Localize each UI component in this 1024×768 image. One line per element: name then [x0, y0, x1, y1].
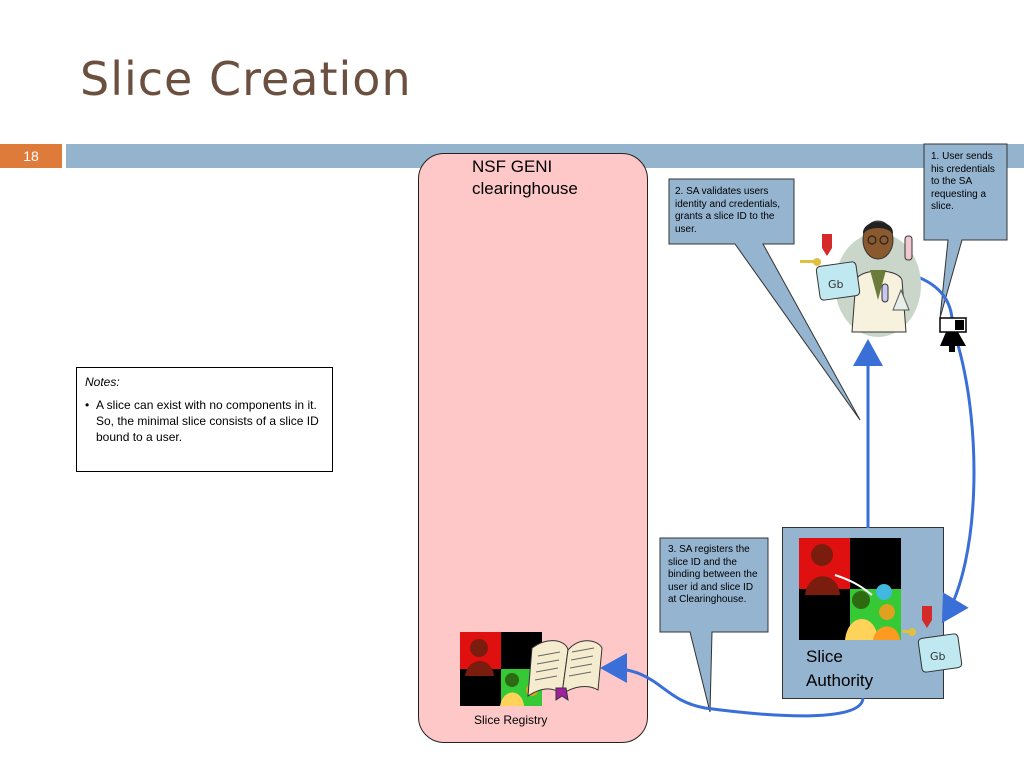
- clearinghouse-title: NSF GENI clearinghouse: [472, 157, 578, 198]
- slice-authority-label: Slice Authority: [806, 645, 896, 693]
- document-scroll-icon: [527, 640, 603, 702]
- svg-text:Gb: Gb: [930, 650, 946, 663]
- arrow-card-to-authority: [941, 344, 976, 624]
- arrow-authority-to-registry: [600, 653, 865, 718]
- callout-sa-registers-text: 3. SA registers the slice ID and the bin…: [668, 544, 758, 605]
- callout-user-sends-shape: [923, 143, 1008, 319]
- svg-text:Gb: Gb: [828, 278, 844, 291]
- credential-certificate-icon: Gb: [902, 606, 963, 673]
- people-clipart-icon: [799, 538, 901, 640]
- slice-authority-label-text: Slice Authority: [806, 647, 874, 690]
- notes-bullet: • A slice can exist with no components i…: [85, 397, 324, 445]
- scientist-user-icon: [835, 220, 921, 337]
- callout-user-sends-text: 1. User sends his credentials to the SA …: [931, 151, 995, 212]
- credential-certificate-icon: Gb: [815, 234, 861, 301]
- slide-title: Slice Creation: [80, 52, 412, 106]
- callout-sa-validates-shape: [668, 178, 861, 421]
- slide-number: 18: [0, 144, 62, 168]
- key-icon: [800, 258, 821, 266]
- slice-registry-label: Slice Registry: [474, 713, 548, 727]
- callout-sa-registers-shape: [659, 537, 769, 713]
- bullet-icon: •: [85, 398, 90, 412]
- callout-sa-validates-text: 2. SA validates users identity and crede…: [675, 186, 781, 235]
- arrow-user-to-card: [914, 274, 954, 319]
- notes-heading: Notes:: [85, 375, 120, 389]
- notes-box: Notes: • A slice can exist with no compo…: [76, 367, 333, 472]
- notes-bullet-text: A slice can exist with no components in …: [96, 398, 319, 444]
- id-card-icon: [939, 317, 967, 352]
